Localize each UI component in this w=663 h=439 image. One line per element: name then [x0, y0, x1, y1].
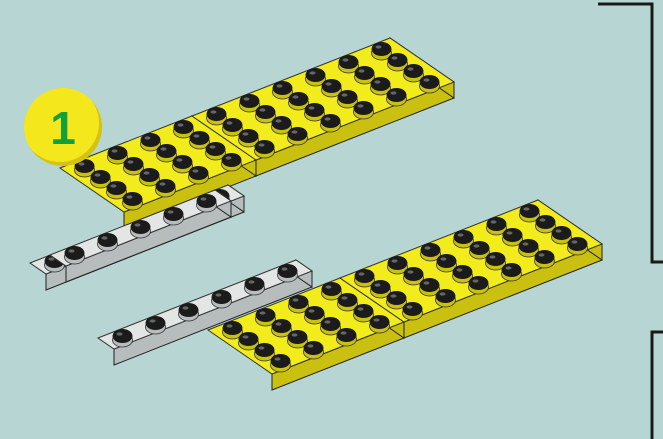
lego-plates-upper-assembly-icon [30, 38, 454, 290]
step-number: 1 [50, 105, 76, 151]
step-number-badge: 1 [24, 88, 102, 166]
page-frame [598, 4, 663, 439]
